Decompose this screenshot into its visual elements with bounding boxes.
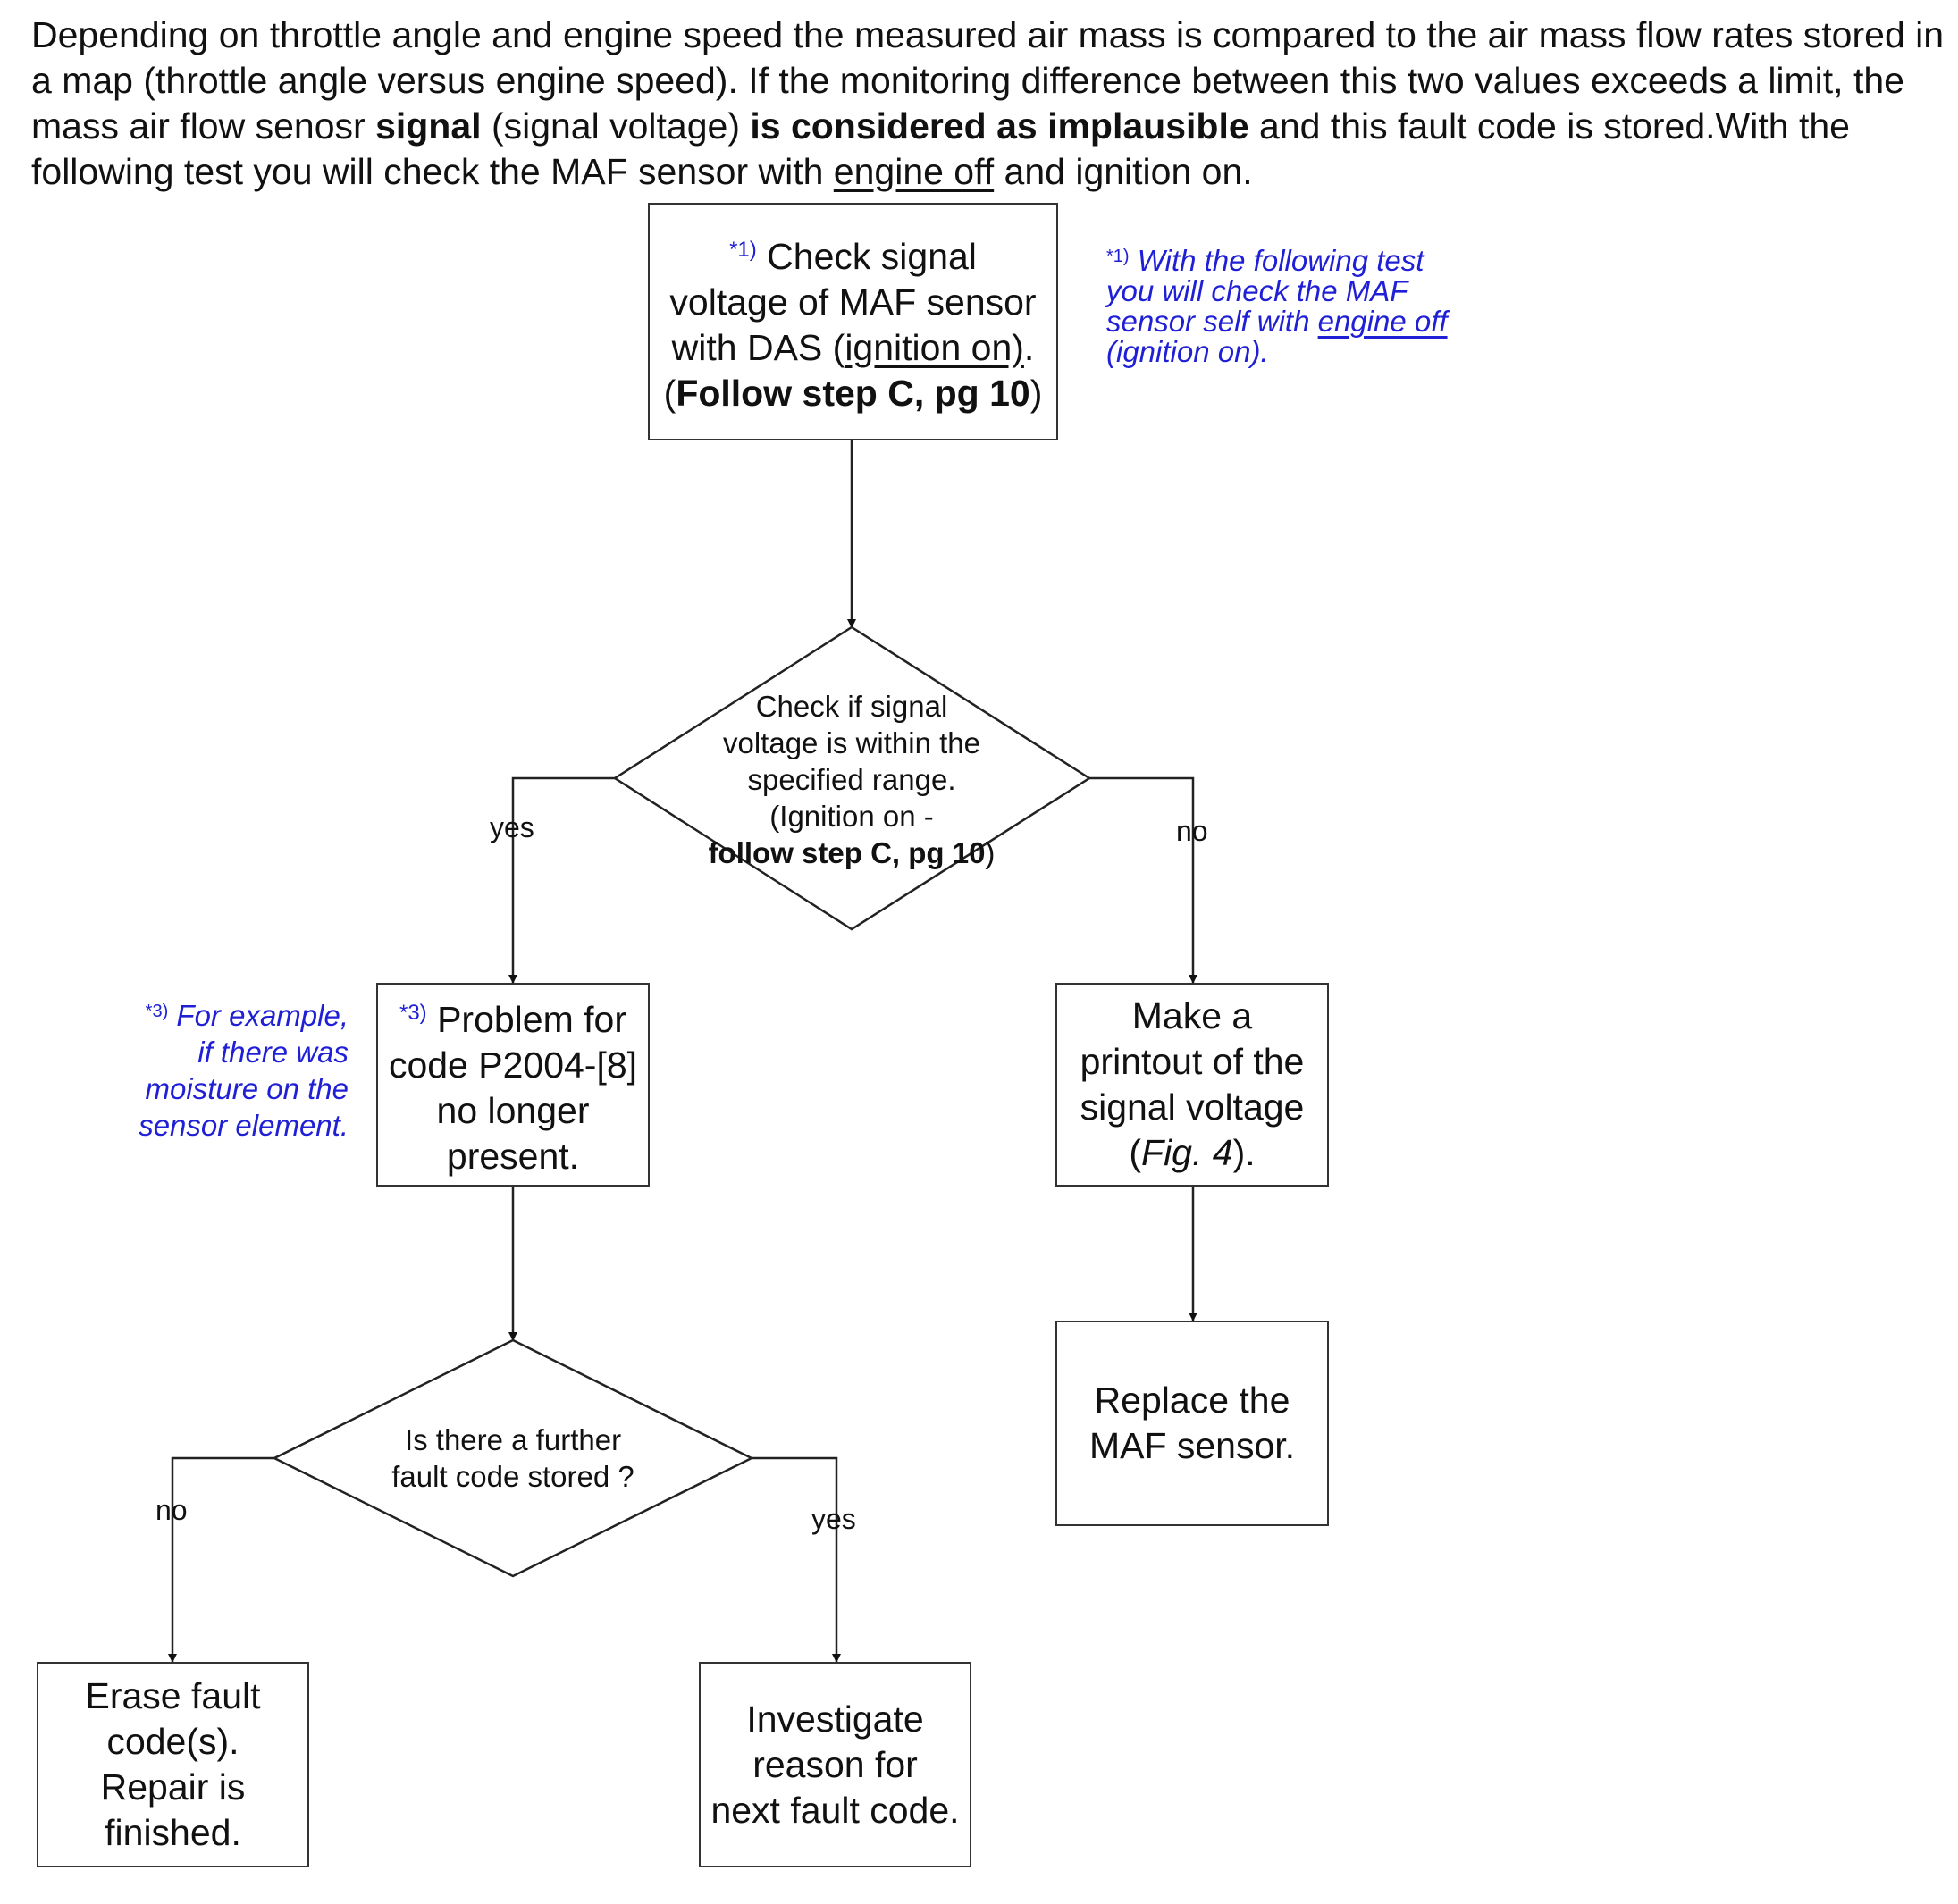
connector-decision2-no: [168, 1456, 274, 1663]
label-no-1: no: [1176, 815, 1208, 847]
decision-further-fault-text: Is there a further fault code stored ?: [391, 1423, 634, 1493]
step-check-signal-voltage: *1) Check signal voltage of MAF sensor w…: [648, 203, 1058, 440]
footnote-marker-1: *1): [729, 238, 757, 262]
connector-decision1-yes: [508, 776, 615, 984]
footnote-marker-3: *3): [399, 1001, 427, 1025]
connector-decision1-no: [1089, 776, 1197, 984]
label-no-2: no: [155, 1494, 188, 1526]
step-erase-fault-codes: Erase fault code(s). Repair is finished.: [37, 1662, 309, 1867]
label-yes-1: yes: [490, 811, 534, 843]
step-problem-not-present: *3) Problem for code P2004-[8] no longer…: [376, 983, 650, 1187]
decision-signal-in-range-text: Check if signal voltage is within the sp…: [708, 690, 996, 869]
intro-paragraph: Depending on throttle angle and engine s…: [31, 14, 1945, 192]
step-investigate-next-fault: Investigate reason for next fault code.: [699, 1662, 971, 1867]
decision2-diamond: [272, 1338, 754, 1578]
decision1-diamond: [612, 625, 1092, 931]
label-yes-2: yes: [811, 1503, 856, 1535]
step-make-printout: Make a printout of the signal voltage (F…: [1055, 983, 1329, 1187]
connector-decision2-yes: [752, 1456, 841, 1663]
note-3: *3) For example, if there was moisture o…: [139, 999, 349, 1142]
step-replace-maf-sensor: Replace the MAF sensor.: [1055, 1321, 1329, 1526]
note-1: *1) With the following test you will che…: [1106, 244, 1448, 368]
